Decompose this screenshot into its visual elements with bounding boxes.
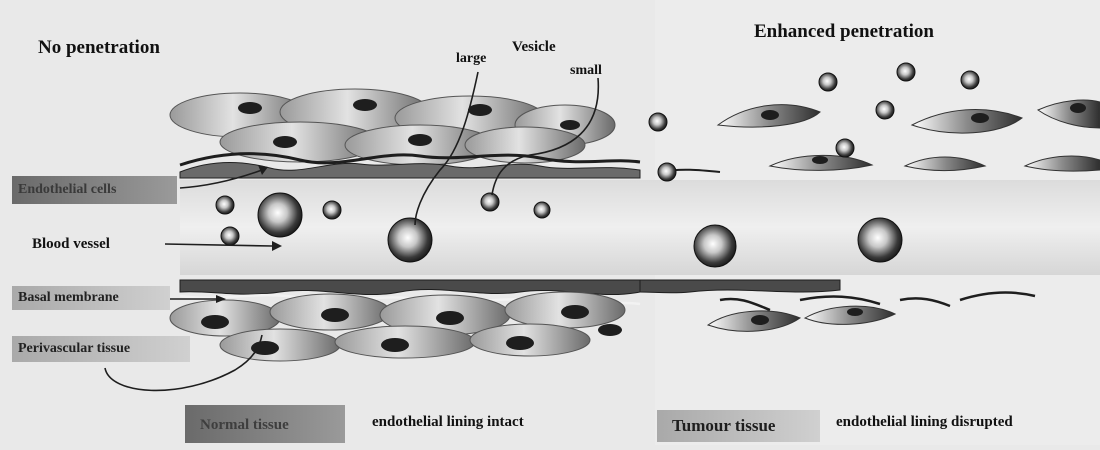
perivascular-tissue-label: Perivascular tissue — [18, 342, 130, 356]
cell-nucleus — [847, 308, 863, 316]
large-vesicle — [388, 218, 432, 262]
blood-vessel-label: Blood vessel — [32, 237, 110, 252]
large-vesicle — [858, 218, 902, 262]
endothelial-layer — [180, 162, 640, 178]
cell-nucleus — [353, 99, 377, 111]
cell-nucleus — [506, 336, 534, 350]
cell-nucleus — [812, 156, 828, 164]
small-vesicle — [961, 71, 979, 89]
small-vesicle — [323, 201, 341, 219]
cell-nucleus — [321, 308, 349, 322]
cell-nucleus — [971, 113, 989, 123]
vesicle-label: Vesicle — [512, 40, 556, 55]
cell-nucleus — [1070, 103, 1086, 113]
small-vesicle — [897, 63, 915, 81]
no-penetration-heading: No penetration — [38, 38, 160, 57]
cell-nucleus — [561, 305, 589, 319]
cell-nucleus — [408, 134, 432, 146]
basal-membrane-label: Basal membrane — [18, 291, 119, 305]
cell-nucleus — [238, 102, 262, 114]
cell-nucleus — [560, 120, 580, 130]
tumour-tissue-label: Tumour tissue — [672, 417, 775, 434]
cell-nucleus — [381, 338, 409, 352]
cell-nucleus — [751, 315, 769, 325]
small-vesicle — [221, 227, 239, 245]
cell-nucleus — [761, 110, 779, 120]
large-vesicle — [258, 193, 302, 237]
perivascular-cell — [220, 329, 340, 361]
small-vesicle — [534, 202, 550, 218]
enhanced-penetration-heading: Enhanced penetration — [754, 22, 934, 41]
small-vesicle — [876, 101, 894, 119]
small-vesicle — [819, 73, 837, 91]
endothelial-cell — [465, 127, 585, 163]
endothelial-cells-label: Endothelial cells — [18, 183, 116, 197]
blood-vessel-lumen — [180, 180, 1100, 275]
small-vesicle — [658, 163, 676, 181]
small-vesicle — [216, 196, 234, 214]
small-vesicle — [481, 193, 499, 211]
cell-nucleus — [273, 136, 297, 148]
normal-tissue-label: Normal tissue — [200, 418, 289, 433]
cell-nucleus — [598, 324, 622, 336]
lower-endothelium-intact — [170, 280, 640, 361]
large-vesicle — [694, 225, 736, 267]
endothelial-intact-caption: endothelial lining intact — [372, 414, 524, 431]
large-vesicle-label: large — [456, 52, 486, 66]
small-vesicle — [649, 113, 667, 131]
endothelial-disrupted-caption: endothelial lining disrupted — [836, 414, 1013, 431]
cell-nucleus — [436, 311, 464, 325]
small-vesicle-label: small — [570, 64, 602, 78]
cell-nucleus — [468, 104, 492, 116]
small-vesicle — [836, 139, 854, 157]
cell-nucleus — [201, 315, 229, 329]
